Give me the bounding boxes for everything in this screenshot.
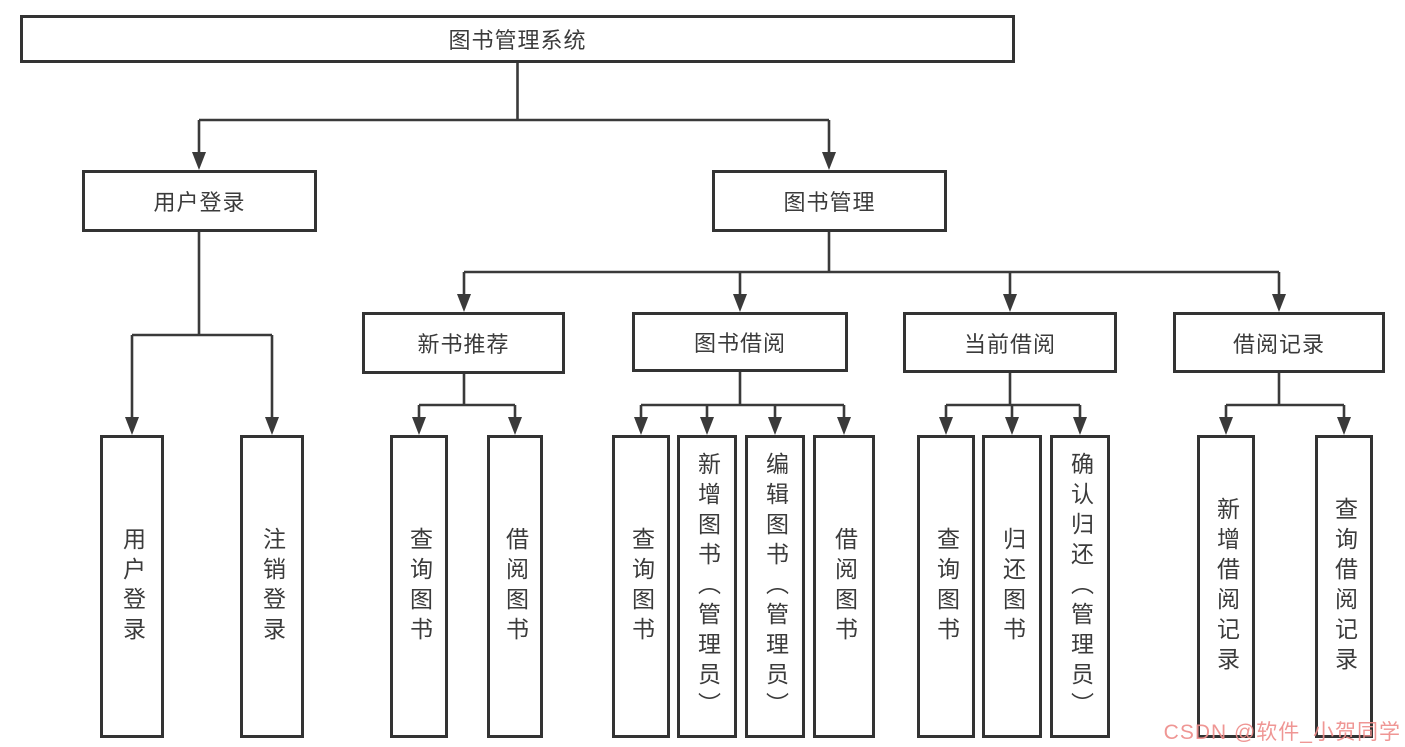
leaf-query-borrow-record: 查询借阅记录 (1315, 435, 1373, 738)
node-current-borrow-label: 当前借阅 (963, 331, 1056, 357)
node-new-book-recommend: 新书推荐 (362, 312, 565, 374)
node-book-borrow: 图书借阅 (632, 312, 848, 372)
leaf-return-books-label: 归还图书 (999, 526, 1026, 647)
leaf-borrow-books-1-label: 借阅图书 (502, 526, 529, 647)
node-book-management-label: 图书管理 (783, 190, 876, 215)
leaf-query-books-3: 查询图书 (917, 435, 975, 738)
node-borrow-records-label: 借阅记录 (1232, 331, 1325, 357)
node-book-management: 图书管理 (712, 170, 947, 232)
leaf-query-books-1: 查询图书 (390, 435, 448, 738)
watermark-text: CSDN @软件_小贺同学 (1163, 721, 1401, 744)
node-root: 图书管理系统 (20, 15, 1015, 63)
leaf-query-borrow-record-label: 查询借阅记录 (1331, 496, 1358, 677)
leaf-return-books: 归还图书 (982, 435, 1042, 738)
leaf-user-login-label: 用户登录 (119, 526, 146, 647)
leaf-user-login: 用户登录 (100, 435, 164, 738)
node-user-login-label: 用户登录 (153, 190, 246, 215)
leaf-edit-book-admin: 编辑图书（管理员） (745, 435, 805, 738)
node-user-login: 用户登录 (82, 170, 317, 232)
leaf-query-books-1-label: 查询图书 (406, 526, 433, 647)
leaf-edit-book-admin-label: 编辑图书（管理员） (762, 451, 789, 722)
leaf-confirm-return-admin-label: 确认归还（管理员） (1067, 451, 1094, 722)
leaf-borrow-books-2: 借阅图书 (813, 435, 875, 738)
leaf-add-book-admin: 新增图书（管理员） (677, 435, 737, 738)
leaf-borrow-books-1: 借阅图书 (487, 435, 543, 738)
node-root-label: 图书管理系统 (448, 28, 587, 53)
leaf-add-borrow-record: 新增借阅记录 (1197, 435, 1255, 738)
leaf-query-books-2: 查询图书 (612, 435, 670, 738)
leaf-borrow-books-2-label: 借阅图书 (831, 526, 858, 647)
node-new-book-recommend-label: 新书推荐 (417, 332, 510, 357)
leaf-logout: 注销登录 (240, 435, 304, 738)
leaf-confirm-return-admin: 确认归还（管理员） (1050, 435, 1110, 738)
leaf-add-borrow-record-label: 新增借阅记录 (1213, 496, 1240, 677)
node-borrow-records: 借阅记录 (1173, 312, 1385, 373)
leaf-add-book-admin-label: 新增图书（管理员） (694, 451, 721, 722)
node-book-borrow-label: 图书借阅 (693, 331, 786, 356)
node-current-borrow: 当前借阅 (903, 312, 1117, 373)
leaf-query-books-3-label: 查询图书 (933, 526, 960, 647)
leaf-query-books-2-label: 查询图书 (628, 526, 655, 647)
leaf-logout-label: 注销登录 (259, 526, 286, 647)
